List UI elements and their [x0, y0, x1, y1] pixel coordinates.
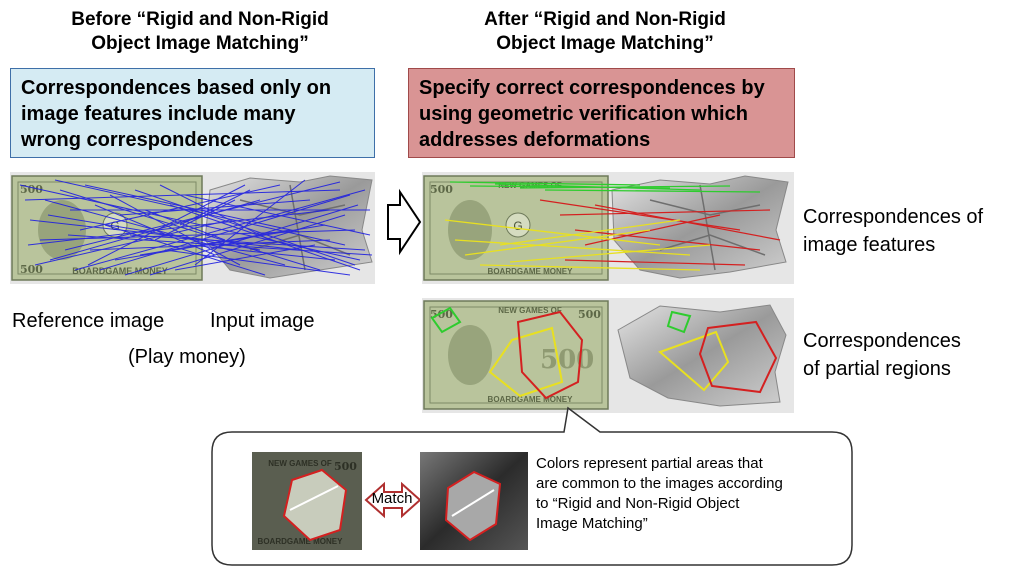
after-box-line3: addresses deformations — [419, 129, 651, 151]
callout-description: Colors represent partial areas that are … — [536, 454, 846, 534]
green-correspondences — [449, 181, 761, 193]
denomination-rb-top: 500 — [430, 308, 453, 321]
after-region-composite-image: 500 500 500 NEW GAMES OF BOARDGAME MONEY — [422, 298, 794, 413]
red-region-reference — [516, 310, 584, 400]
left-heading-line1: Before “Rigid and Non-Rigid — [71, 9, 329, 30]
callout-line1: Colors represent partial areas that — [536, 455, 763, 472]
callout-line4: Image Matching” — [536, 515, 648, 532]
input-crumpled-banknote-right-bottom — [617, 304, 787, 407]
right-arrow-outline-icon — [387, 188, 422, 256]
before-box-line3: wrong correspondences — [21, 129, 254, 151]
blue-feature-correspondences — [19, 179, 373, 276]
reference-image-label: Reference image — [12, 310, 165, 332]
red-region-input — [698, 320, 778, 394]
denomination-right-top: 500 — [430, 183, 453, 196]
bill-bottom-text-left: BOARDGAME MONEY — [72, 266, 168, 276]
regions-label: Correspondences of partial regions — [803, 327, 961, 383]
green-region-reference — [430, 306, 462, 334]
green-region-input — [666, 310, 692, 334]
before-box-line2: image features include many — [21, 103, 296, 125]
denomination-rb-center: 500 — [540, 345, 594, 375]
input-image-label: Input image — [210, 310, 315, 332]
after-box-line2: using geometric verification which — [419, 103, 748, 125]
regions-label-line2: of partial regions — [803, 358, 951, 380]
before-composite-image: G 500 500 BOARDGAME MONEY — [10, 172, 375, 284]
right-heading-line2: Object Image Matching” — [496, 33, 714, 54]
yellow-correspondences — [444, 219, 711, 271]
denomination-crop: 500 — [334, 460, 357, 473]
bill-top-text-rb: NEW GAMES OF — [498, 306, 562, 315]
features-label-line1: Correspondences of — [803, 206, 984, 228]
left-heading-line2: Object Image Matching” — [91, 33, 309, 54]
play-money-label: (Play money) — [128, 346, 246, 368]
regions-label-line1: Correspondences — [803, 330, 961, 352]
features-label-line2: image features — [803, 234, 936, 256]
yellow-region-reference — [488, 326, 564, 398]
before-description-box: Correspondences based only on image feat… — [10, 68, 375, 158]
seal-letter-right-top: G — [513, 219, 522, 233]
after-description-box: Specify correct correspondences by using… — [408, 68, 795, 158]
right-heading: After “Rigid and Non-Rigid Object Image … — [420, 8, 790, 56]
callout-line2: are common to the images according — [536, 475, 783, 492]
before-box-line1: Correspondences based only on — [21, 77, 332, 99]
red-correspondences — [539, 199, 781, 266]
yellow-region-input — [658, 330, 730, 392]
denomination-rb-right: 500 — [578, 308, 601, 321]
reference-banknote-right-bottom: 500 500 500 NEW GAMES OF BOARDGAME MONEY — [423, 300, 609, 410]
callout-line3: to “Rigid and Non-Rigid Object — [536, 495, 740, 512]
right-heading-line1: After “Rigid and Non-Rigid — [484, 9, 726, 30]
callout-bubble — [211, 406, 853, 566]
features-label: Correspondences of image features — [803, 203, 983, 259]
denomination-left-bottom: 500 — [20, 263, 43, 276]
bill-bottom-text-right-top: BOARDGAME MONEY — [488, 267, 574, 276]
bill-bottom-text-crop: BOARDGAME MONEY — [258, 537, 344, 546]
callout-input-crop — [420, 452, 528, 550]
bill-bottom-text-rb: BOARDGAME MONEY — [488, 395, 574, 404]
after-box-line1: Specify correct correspondences by — [419, 77, 765, 99]
callout-reference-crop: 500 NEW GAMES OF BOARDGAME MONEY — [252, 452, 362, 550]
left-heading: Before “Rigid and Non-Rigid Object Image… — [20, 8, 380, 56]
bill-top-text-crop: NEW GAMES OF — [268, 459, 332, 468]
after-feature-composite-image: G 500 NEW GAMES OF BOARDGAME MONEY — [422, 172, 794, 284]
match-label: Match — [372, 490, 413, 507]
